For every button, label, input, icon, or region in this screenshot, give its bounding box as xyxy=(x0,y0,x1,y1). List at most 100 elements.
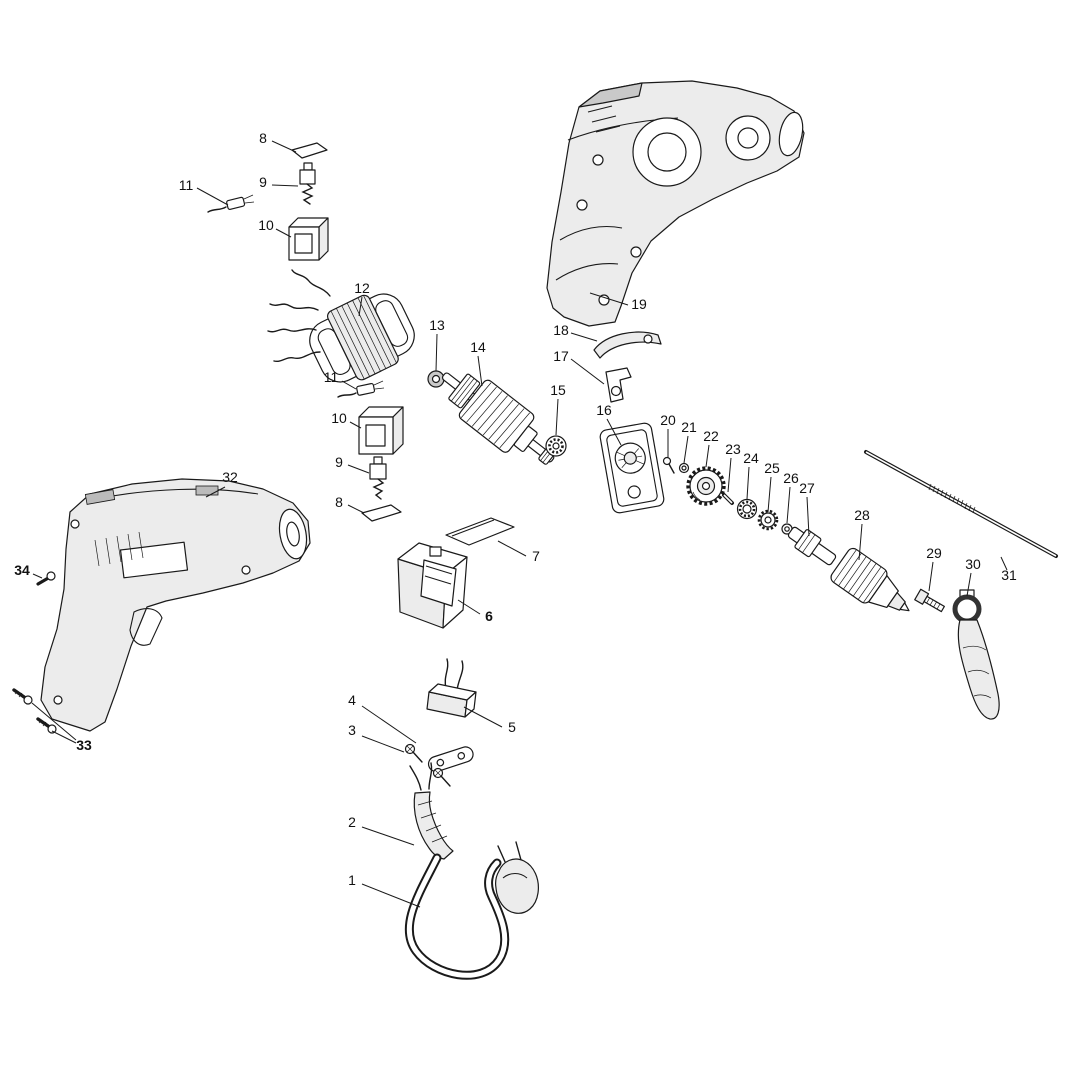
brush-holder-part-10b xyxy=(358,406,404,455)
leader-line-8a xyxy=(271,140,297,153)
part-label-11a: 11 xyxy=(179,177,194,193)
leader-lines-layer xyxy=(31,140,1008,908)
leader-line-10a xyxy=(275,228,292,238)
leader-line-19 xyxy=(589,292,629,306)
part-label-3: 3 xyxy=(348,722,356,738)
leader-line-30 xyxy=(966,572,972,597)
part-label-7: 7 xyxy=(532,548,540,564)
leader-line-14 xyxy=(477,355,483,387)
bearing-part-13 xyxy=(427,370,445,388)
handle-housing-part-32 xyxy=(40,478,311,732)
leader-line-24 xyxy=(746,466,750,500)
carbon-brush-part-9b xyxy=(369,456,387,500)
part-label-32: 32 xyxy=(222,469,238,485)
leader-line-13 xyxy=(435,333,438,372)
leader-line-9a xyxy=(271,184,299,187)
gear-washer-part-25 xyxy=(757,509,779,531)
leader-line-18 xyxy=(570,332,598,342)
leader-line-32 xyxy=(205,486,226,498)
motor-housing-part-19 xyxy=(546,80,805,327)
bracket-part-17 xyxy=(605,367,632,403)
bearing-part-24 xyxy=(736,498,758,520)
leader-line-7 xyxy=(497,540,527,557)
leader-line-3 xyxy=(361,735,405,753)
gear-part-22 xyxy=(686,466,726,506)
part-label-33: 33 xyxy=(76,737,92,753)
brush-cap-part-8a xyxy=(291,142,328,159)
leader-line-6 xyxy=(457,599,481,615)
part-label-34: 34 xyxy=(14,562,30,578)
washer-part-26 xyxy=(781,523,793,535)
terminal-block-part-5 xyxy=(426,658,477,718)
wire-terminal-part-11b xyxy=(337,380,385,398)
cover-plate-part-7 xyxy=(445,517,515,546)
part-label-16: 16 xyxy=(596,402,612,418)
part-label-25: 25 xyxy=(764,460,780,476)
part-label-10a: 10 xyxy=(258,217,274,233)
brush-holder-part-10a xyxy=(288,217,329,261)
part-label-22: 22 xyxy=(703,428,719,444)
leader-line-22 xyxy=(705,444,710,468)
switch-part-6 xyxy=(397,542,468,629)
part-label-8a: 8 xyxy=(259,130,267,146)
leader-line-34 xyxy=(32,573,43,579)
leader-line-15 xyxy=(555,398,559,436)
armature-part-14 xyxy=(441,372,556,465)
power-cord-part-1 xyxy=(404,841,539,980)
bearing-plate-part-16 xyxy=(599,422,665,514)
leader-line-25 xyxy=(767,476,772,513)
leader-line-2 xyxy=(361,826,415,846)
clamp-screws-part-3 xyxy=(404,743,451,787)
part-label-12: 12 xyxy=(354,280,370,296)
leader-line-5 xyxy=(463,706,503,728)
part-label-30: 30 xyxy=(965,556,981,572)
part-label-29: 29 xyxy=(926,545,942,561)
part-label-8b: 8 xyxy=(335,494,343,510)
leader-line-33-1 xyxy=(51,730,77,744)
leader-line-9b xyxy=(347,464,370,474)
part-label-24: 24 xyxy=(743,450,759,466)
part-label-18: 18 xyxy=(553,322,569,338)
leader-line-17 xyxy=(570,358,605,385)
part-label-9a: 9 xyxy=(259,174,267,190)
side-handle-part-30 xyxy=(952,589,1000,720)
leader-line-10b xyxy=(349,421,362,429)
leader-line-33 xyxy=(31,702,77,741)
mains-plug xyxy=(495,841,539,914)
carbon-brush-part-9a xyxy=(299,162,316,205)
part-label-9b: 9 xyxy=(335,454,343,470)
cord-clamp-part-4 xyxy=(427,746,474,773)
leader-line-4 xyxy=(361,705,417,744)
part-label-21: 21 xyxy=(681,419,697,435)
leader-line-26 xyxy=(786,486,791,524)
part-label-28: 28 xyxy=(854,507,870,523)
cord-grommet-part-2 xyxy=(409,762,454,860)
spindle-part-27 xyxy=(787,526,837,566)
leader-line-29 xyxy=(928,561,934,592)
screw-part-20 xyxy=(662,456,675,474)
part-label-27: 27 xyxy=(799,480,815,496)
leader-line-1 xyxy=(361,883,421,908)
part-label-6: 6 xyxy=(485,608,493,624)
part-label-14: 14 xyxy=(470,339,486,355)
leader-line-16 xyxy=(606,418,622,446)
clamp-screw-part-29 xyxy=(914,588,945,613)
depth-rod-part-31 xyxy=(864,450,1058,558)
leader-line-27 xyxy=(806,496,810,537)
part-label-13: 13 xyxy=(429,317,445,333)
leader-line-23 xyxy=(727,457,732,493)
housing-screws-part-33 xyxy=(12,688,57,734)
leader-line-11b xyxy=(341,380,357,390)
leader-line-21 xyxy=(683,435,689,464)
leader-line-11a xyxy=(196,187,229,206)
part-label-19: 19 xyxy=(631,296,647,312)
part-label-4: 4 xyxy=(348,692,356,708)
screw-part-34 xyxy=(36,571,56,586)
brush-cap-part-8b xyxy=(361,504,402,522)
field-coil-part-12 xyxy=(267,269,415,383)
part-label-2: 2 xyxy=(348,814,356,830)
washer-part-21 xyxy=(678,462,690,474)
